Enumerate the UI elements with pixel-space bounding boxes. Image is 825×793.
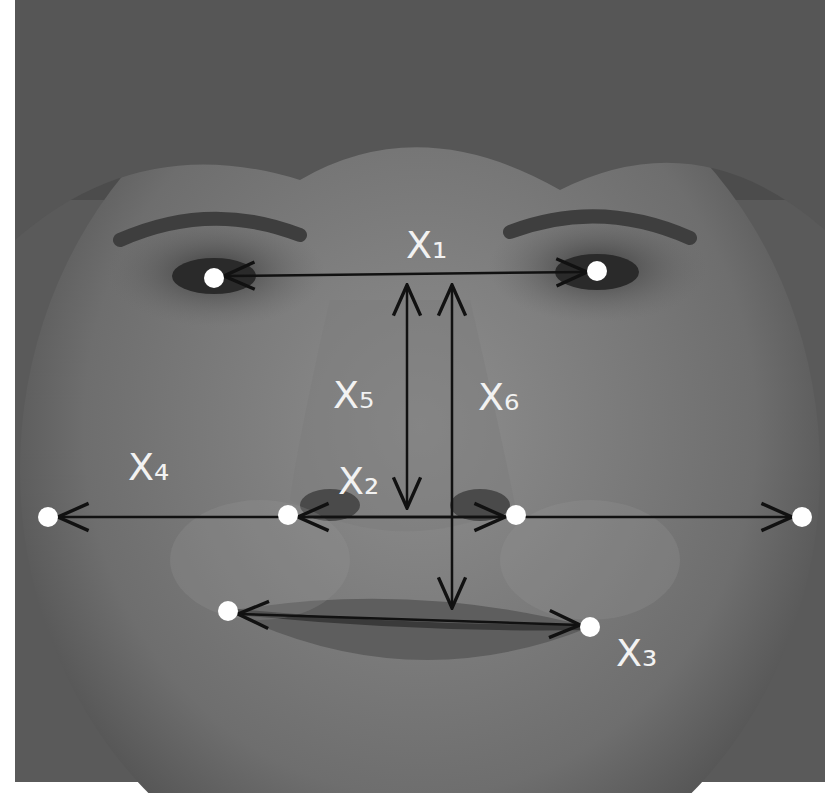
x3-arrow	[238, 614, 580, 625]
measurement-arrows	[58, 272, 792, 625]
distance-label: X₃	[616, 634, 657, 672]
photo	[15, 0, 825, 793]
distance-label: X₄	[128, 448, 169, 486]
distance-label: X₆	[478, 378, 519, 416]
distance-label: X₅	[333, 376, 374, 414]
x6-arrow	[451, 285, 454, 608]
x4-arrow	[58, 516, 792, 519]
x1-arrow	[224, 272, 587, 276]
x2-arrow-right	[407, 516, 505, 519]
landmark-dots	[38, 261, 812, 637]
distance-label: X₁	[406, 226, 447, 264]
x5-arrow	[406, 285, 409, 508]
x2-arrow-left	[298, 516, 407, 519]
distance-label: X₂	[338, 462, 379, 500]
